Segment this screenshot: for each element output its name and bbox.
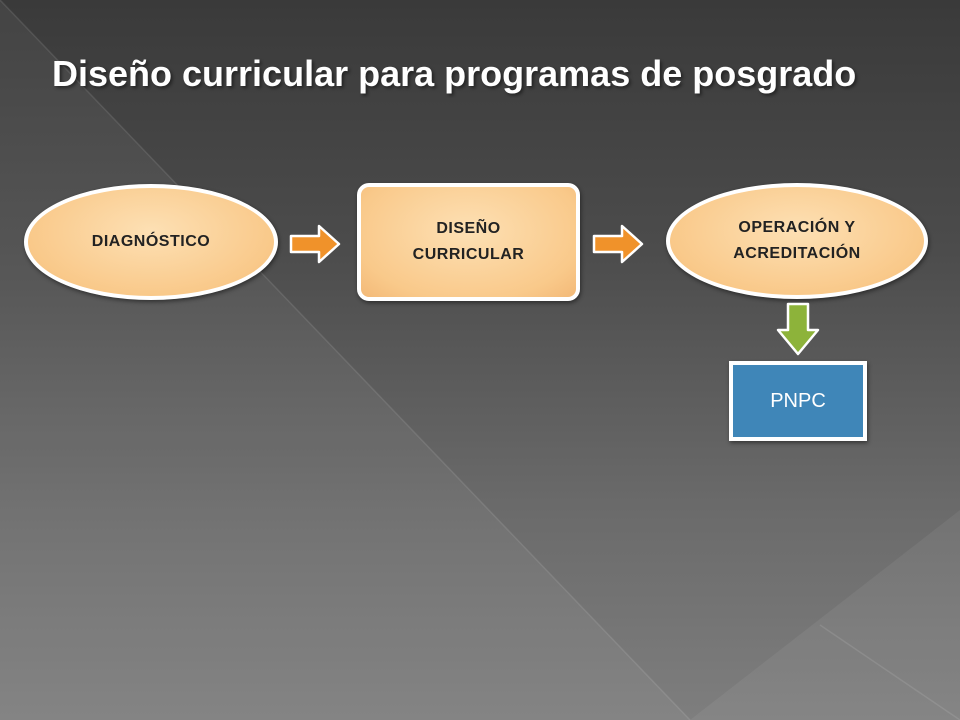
background-diagonal-line	[0, 0, 690, 720]
background-facet-left	[0, 0, 690, 720]
background-diagonal-line-2	[819, 624, 960, 720]
node-pnpc-label: PNPC	[770, 389, 826, 412]
node-diseno-curricular-label: DISEÑO CURRICULAR	[412, 220, 525, 263]
node-diagnostico-label: DIAGNÓSTICO	[91, 233, 211, 250]
arrow-right-icon	[289, 224, 341, 264]
slide-title: Diseño curricular para programas de posg…	[52, 53, 857, 94]
node-operacion-acreditacion: OPERACIÓN Y ACREDITACIÓN	[666, 183, 928, 299]
node-operacion-acreditacion-label: OPERACIÓN Y ACREDITACIÓN	[733, 219, 861, 262]
node-diagnostico: DIAGNÓSTICO	[24, 184, 278, 300]
arrow-right-icon	[592, 224, 644, 264]
node-pnpc: PNPC	[729, 361, 867, 441]
arrow-down-icon	[776, 302, 820, 356]
background-facet-right	[690, 510, 960, 720]
node-diseno-curricular: DISEÑO CURRICULAR	[357, 183, 580, 301]
